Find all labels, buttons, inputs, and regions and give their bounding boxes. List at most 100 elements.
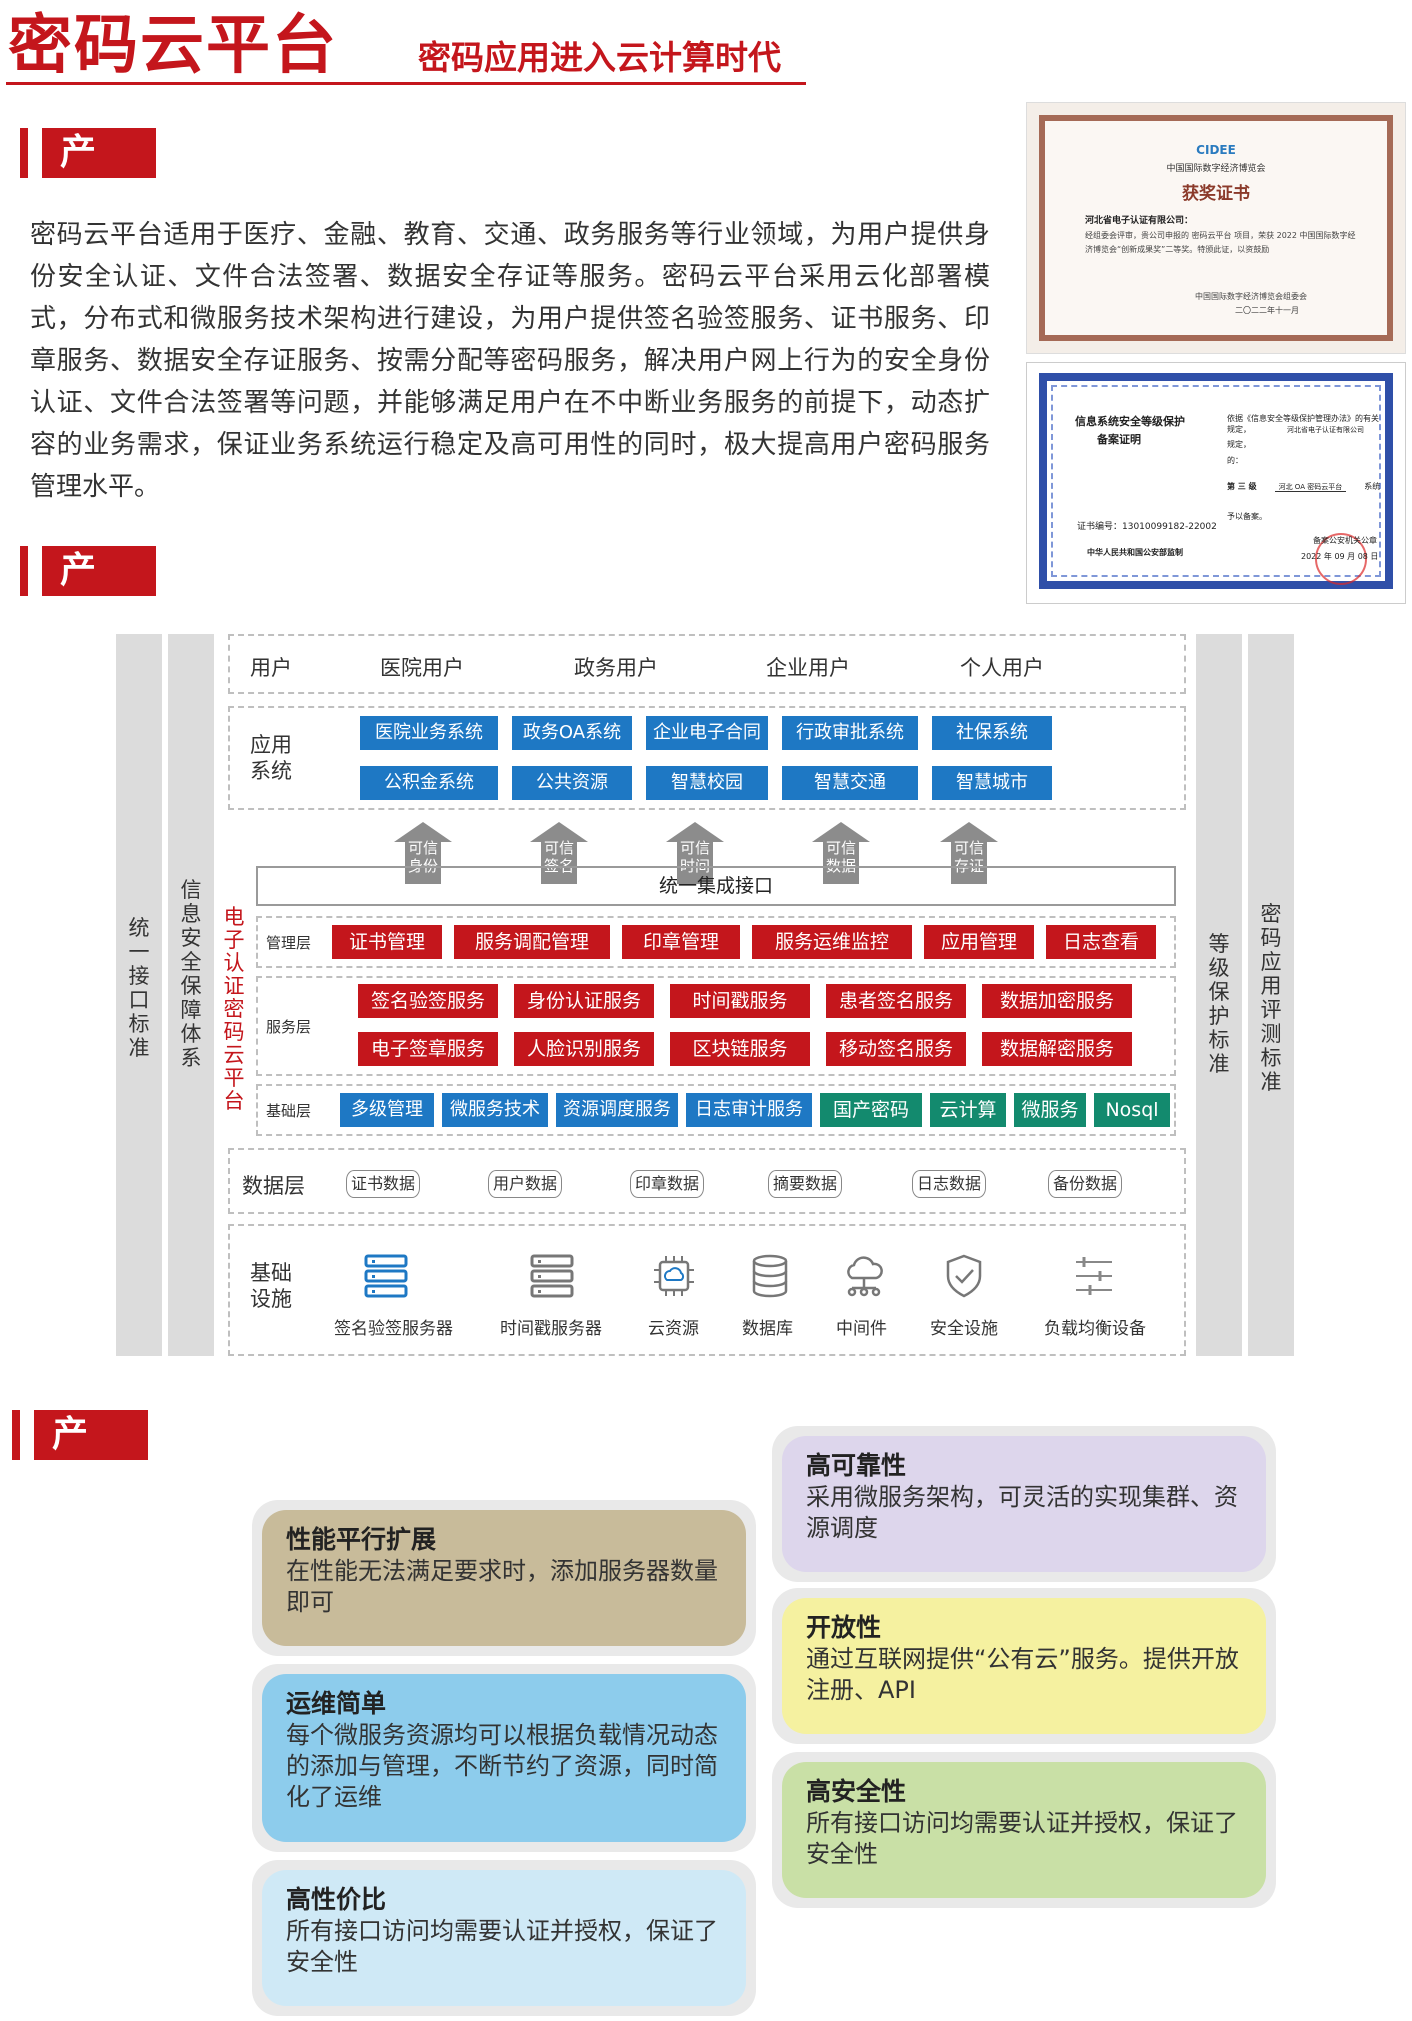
arrow-stem (951, 842, 987, 884)
feature-title: 运维简单 (286, 1689, 387, 1718)
base-microservice[interactable]: 微服务 (1014, 1093, 1086, 1127)
feature-text: 采用微服务架构，可灵活的实现集群、资源调度 (806, 1483, 1238, 1542)
data-backup: 备份数据 (1048, 1170, 1123, 1198)
platform-vertical-label: 电子认证密码云平台 (222, 906, 246, 1113)
cloud-chip-icon (654, 1256, 694, 1296)
app-e-contract[interactable]: 企业电子合同 (646, 716, 768, 750)
arrow-head (812, 822, 870, 842)
stamp-date: 2022 年 09 月 08 日 (1301, 552, 1379, 561)
vertical-text: 电子认证密码云平台 (223, 905, 245, 1113)
feature-text: 在性能无法满足要求时，添加服务器数量即可 (286, 1557, 718, 1616)
section-marker (20, 128, 28, 178)
arrow-stem (541, 842, 577, 884)
filing-title-2: 备案证明 (1097, 433, 1141, 446)
section-features-label: 产品特性 (34, 1410, 149, 1605)
app-public-resources[interactable]: 公共资源 (512, 766, 632, 800)
feature-card-scalability: 性能平行扩展 在性能无法满足要求时，添加服务器数量即可 (262, 1510, 746, 1646)
feature-card-backing (772, 1588, 1276, 1744)
base-log-audit[interactable]: 日志审计服务 (686, 1093, 812, 1127)
feature-text: 每个微服务资源均可以根据负载情况动态的添加与管理，不断节约了资源，同时简化了运维 (286, 1721, 718, 1811)
svc-data-encrypt[interactable]: 数据加密服务 (982, 984, 1132, 1018)
base-resource-scheduling[interactable]: 资源调度服务 (556, 1093, 678, 1127)
infrastructure-layer: 基础设施 签名验签服务器 时间戳服务器 云资源 数据库 (228, 1224, 1186, 1356)
service-layer: 服务层 签名验签服务 身份认证服务 时间戳服务 患者签名服务 数据加密服务 电子… (256, 976, 1176, 1076)
mgmt-certificate[interactable]: 证书管理 (332, 925, 442, 959)
service-label: 服务层 (266, 1018, 312, 1036)
mgmt-ops-monitor[interactable]: 服务运维监控 (752, 925, 912, 959)
infra-database-label: 数据库 (742, 1319, 793, 1339)
arrow-text-1: 可信 (407, 839, 438, 857)
svc-identity-auth[interactable]: 身份认证服务 (514, 984, 654, 1018)
mgmt-seal[interactable]: 印章管理 (622, 925, 740, 959)
official-stamp (1315, 533, 1367, 585)
standard-bar-left-outer: 统一接口标准 (116, 634, 162, 1356)
feature-card-security: 高安全性 所有接口访问均需要认证并授权，保证了安全性 (782, 1762, 1266, 1898)
app-smart-campus[interactable]: 智慧校园 (646, 766, 768, 800)
mgmt-log-view[interactable]: 日志查看 (1046, 925, 1156, 959)
app-hospital-system[interactable]: 医院业务系统 (360, 716, 498, 750)
arrow-head (394, 822, 452, 842)
filing-certificate-image: 信息系统安全等级保护 备案证明 依据《信息安全等级保护管理办法》的有关规定， 河… (1026, 362, 1406, 604)
arrow-stem (405, 842, 441, 884)
section-architecture-label: 产品架构 (42, 546, 157, 741)
label-level-protection: 等级保护标准 (1196, 932, 1242, 1076)
arrow-text-1: 可信 (953, 839, 984, 857)
feature-title: 性能平行扩展 (286, 1525, 437, 1554)
server-blue-icon (364, 1254, 408, 1298)
data-log: 日志数据 (912, 1170, 987, 1198)
app-smart-city[interactable]: 智慧城市 (932, 766, 1052, 800)
svc-e-seal[interactable]: 电子签章服务 (358, 1032, 498, 1066)
user-enterprise: 企业用户 (766, 656, 850, 680)
server-gray-icon (530, 1254, 574, 1298)
apps-label: 应用系统 (250, 733, 292, 783)
svc-patient-sign[interactable]: 患者签名服务 (826, 984, 966, 1018)
data-certificate: 证书数据 (346, 1170, 421, 1198)
certificate-recipient: 河北省电子认证有限公司： (1085, 216, 1194, 226)
data-label: 数据层 (242, 1174, 305, 1198)
app-gov-oa[interactable]: 政务OA系统 (512, 716, 632, 750)
app-social-security[interactable]: 社保系统 (932, 716, 1052, 750)
base-multilevel[interactable]: 多级管理 (340, 1093, 434, 1127)
arrow-text-1: 可信 (825, 839, 856, 857)
trust-time-arrow-icon: 可信 时间 (666, 822, 724, 884)
feature-card-cost-effective: 高性价比 所有接口访问均需要认证并授权，保证了安全性 (262, 1870, 746, 2006)
feature-title: 高可靠性 (806, 1451, 907, 1480)
load-balancer-icon (1076, 1257, 1112, 1295)
base-nosql[interactable]: Nosql (1094, 1093, 1170, 1127)
feature-card-openness: 开放性 通过互联网提供“公有云”服务。提供开放注册、API (782, 1598, 1266, 1734)
svc-mobile-sign[interactable]: 移动签名服务 (826, 1032, 966, 1066)
section-marker (20, 546, 28, 596)
cidee-logo: CIDEE (1196, 143, 1236, 157)
standard-bar-right-outer: 密码应用评测标准 (1248, 634, 1294, 1356)
base-microservice-tech[interactable]: 微服务技术 (442, 1093, 548, 1127)
app-smart-traffic[interactable]: 智慧交通 (782, 766, 918, 800)
arrow-stem (677, 842, 713, 884)
standard-bar-left-inner: 信息安全保障体系 (168, 634, 214, 1356)
svc-blockchain[interactable]: 区块链服务 (670, 1032, 810, 1066)
mgmt-service-dispatch[interactable]: 服务调配管理 (454, 925, 610, 959)
users-layer: 用户 医院用户 政务用户 企业用户 个人用户 (228, 634, 1186, 694)
vertical-text: 信息安全保障体系 (180, 878, 202, 1070)
certificate-org: 中国国际数字经济博览会 (1166, 164, 1266, 174)
svc-data-decrypt[interactable]: 数据解密服务 (982, 1032, 1132, 1066)
database-icon (752, 1254, 788, 1298)
page-title: 密码云平台 (8, 9, 338, 83)
feature-card-simple-ops: 运维简单 每个微服务资源均可以根据负载情况动态的添加与管理，不断节约了资源，同时… (262, 1674, 746, 1842)
app-housing-fund[interactable]: 公积金系统 (360, 766, 498, 800)
filing-title-1: 信息系统安全等级保护 (1075, 415, 1185, 428)
section-marker (12, 1410, 20, 1460)
arrow-head (666, 822, 724, 842)
base-cloud-computing[interactable]: 云计算 (930, 1093, 1006, 1127)
vertical-text: 等级保护标准 (1208, 932, 1230, 1076)
svc-sign-verify[interactable]: 签名验签服务 (358, 984, 498, 1018)
data-digest: 摘要数据 (768, 1170, 843, 1198)
infra-sign-server-label: 签名验签服务器 (334, 1319, 453, 1339)
base-domestic-crypto[interactable]: 国产密码 (820, 1093, 922, 1127)
filing-issuer: 中华人民共和国公安部监制 (1087, 548, 1183, 557)
certificate-title: 获奖证书 (1182, 184, 1250, 204)
svc-face-recognition[interactable]: 人脸识别服务 (514, 1032, 654, 1066)
app-admin-approval[interactable]: 行政审批系统 (782, 716, 918, 750)
filing-line-3: 规定， (1227, 440, 1251, 449)
svc-timestamp[interactable]: 时间戳服务 (670, 984, 810, 1018)
mgmt-application[interactable]: 应用管理 (924, 925, 1034, 959)
